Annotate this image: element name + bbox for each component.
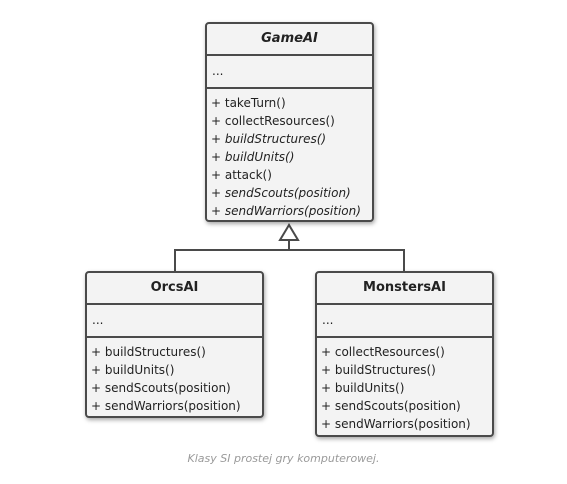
class-orcsai: OrcsAI ... + buildStructures() + buildUn…	[85, 271, 264, 418]
class-name-gameai: GameAI	[207, 24, 372, 56]
method-build-structures: + buildStructures()	[211, 132, 327, 146]
method-send-warriors: + sendWarriors(position)	[211, 204, 361, 218]
method-send-scouts: + sendScouts(position)	[321, 399, 461, 413]
inheritance-arrowhead-icon	[278, 223, 300, 241]
class-fields-orcsai: ...	[87, 305, 262, 338]
method-collect-resources: + collectResources()	[321, 345, 445, 359]
class-fields-gameai: ...	[207, 56, 372, 89]
method-send-warriors: + sendWarriors(position)	[321, 417, 471, 431]
inheritance-line	[174, 240, 405, 271]
method-build-units: + buildUnits()	[211, 150, 295, 164]
class-methods-gameai: + takeTurn() + collectResources() + buil…	[207, 89, 372, 220]
method-build-units: + buildUnits()	[91, 363, 175, 377]
class-gameai: GameAI ... + takeTurn() + collectResourc…	[205, 22, 374, 222]
class-name-orcsai: OrcsAI	[87, 273, 262, 305]
method-send-scouts: + sendScouts(position)	[91, 381, 231, 395]
figure-caption: Klasy SI prostej gry komputerowej.	[187, 452, 380, 465]
method-build-units: + buildUnits()	[321, 381, 405, 395]
method-send-scouts: + sendScouts(position)	[211, 186, 351, 200]
method-collect-resources: + collectResources()	[211, 114, 335, 128]
method-attack: + attack()	[211, 168, 272, 182]
method-take-turn: + takeTurn()	[211, 96, 286, 110]
class-monstersai: MonstersAI ... + collectResources() + bu…	[315, 271, 494, 437]
class-methods-monstersai: + collectResources() + buildStructures()…	[317, 338, 492, 433]
method-build-structures: + buildStructures()	[91, 345, 206, 359]
class-fields-monstersai: ...	[317, 305, 492, 338]
method-send-warriors: + sendWarriors(position)	[91, 399, 241, 413]
method-build-structures: + buildStructures()	[321, 363, 436, 377]
class-name-monstersai: MonstersAI	[317, 273, 492, 305]
class-methods-orcsai: + buildStructures() + buildUnits() + sen…	[87, 338, 262, 415]
